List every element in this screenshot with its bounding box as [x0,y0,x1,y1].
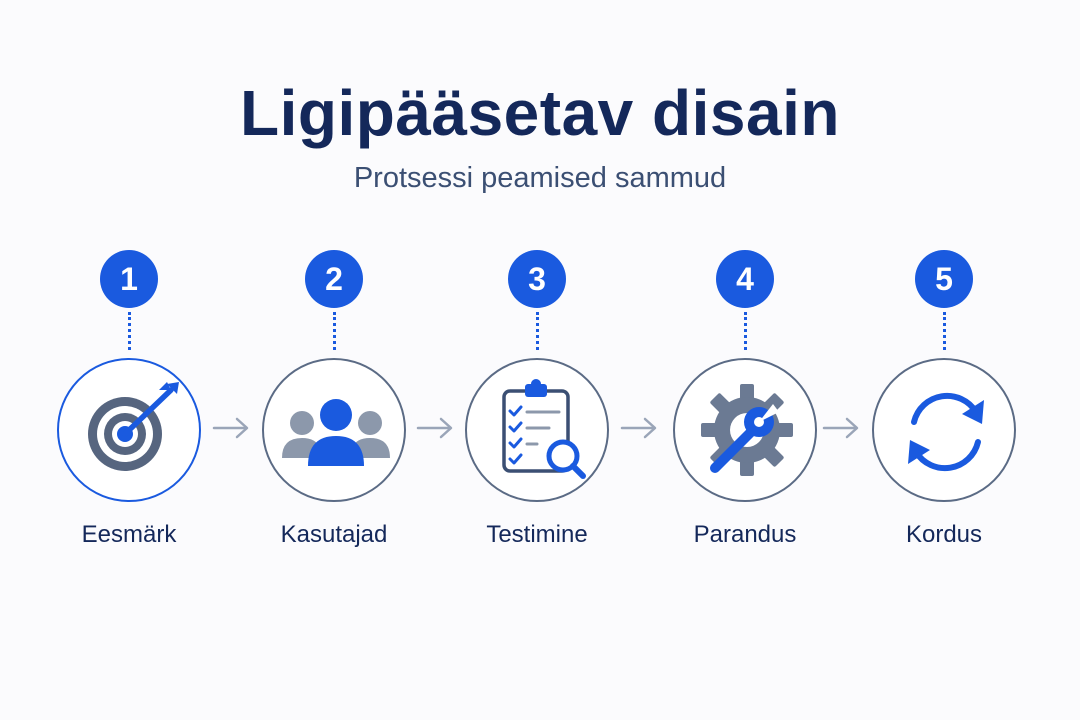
arrow-right-icon [416,417,453,439]
arrow-right-icon [620,417,657,439]
step-number-badge: 1 [100,250,158,308]
step-icon-circle [57,358,201,502]
dotted-connector [744,312,747,350]
dotted-connector [943,312,946,350]
step-label: Kordus [905,521,983,548]
step-number-badge: 2 [305,250,363,308]
step-3: 3 Testimine [437,0,637,720]
dotted-connector [333,312,336,350]
arrow-right-icon [212,417,249,439]
step-1: 1 Eesmärk [29,0,229,720]
step-2: 2 Kasutajad [234,0,434,720]
dotted-connector [128,312,131,350]
step-4: 4 [645,0,845,720]
step-icon-circle [465,358,609,502]
checklist-search-icon [502,379,586,479]
step-5: 5 Kordus [844,0,1044,720]
dotted-connector [536,312,539,350]
step-label: Testimine [486,521,588,548]
step-label: Parandus [693,521,797,548]
step-icon-circle [872,358,1016,502]
target-icon [88,382,179,471]
refresh-icon [908,392,984,472]
step-number-badge: 5 [915,250,973,308]
step-icon-circle [262,358,406,502]
step-label: Kasutajad [280,521,388,548]
arrow-right-icon [822,417,859,439]
wrench-gear-icon [701,384,793,476]
users-icon [282,399,390,466]
step-icon-circle [673,358,817,502]
step-number-badge: 3 [508,250,566,308]
step-label: Eesmärk [81,521,177,548]
page-title: Ligipääsetav disain [240,77,840,149]
step-number-badge: 4 [716,250,774,308]
page-subtitle: Protsessi peamised sammud [353,162,727,194]
